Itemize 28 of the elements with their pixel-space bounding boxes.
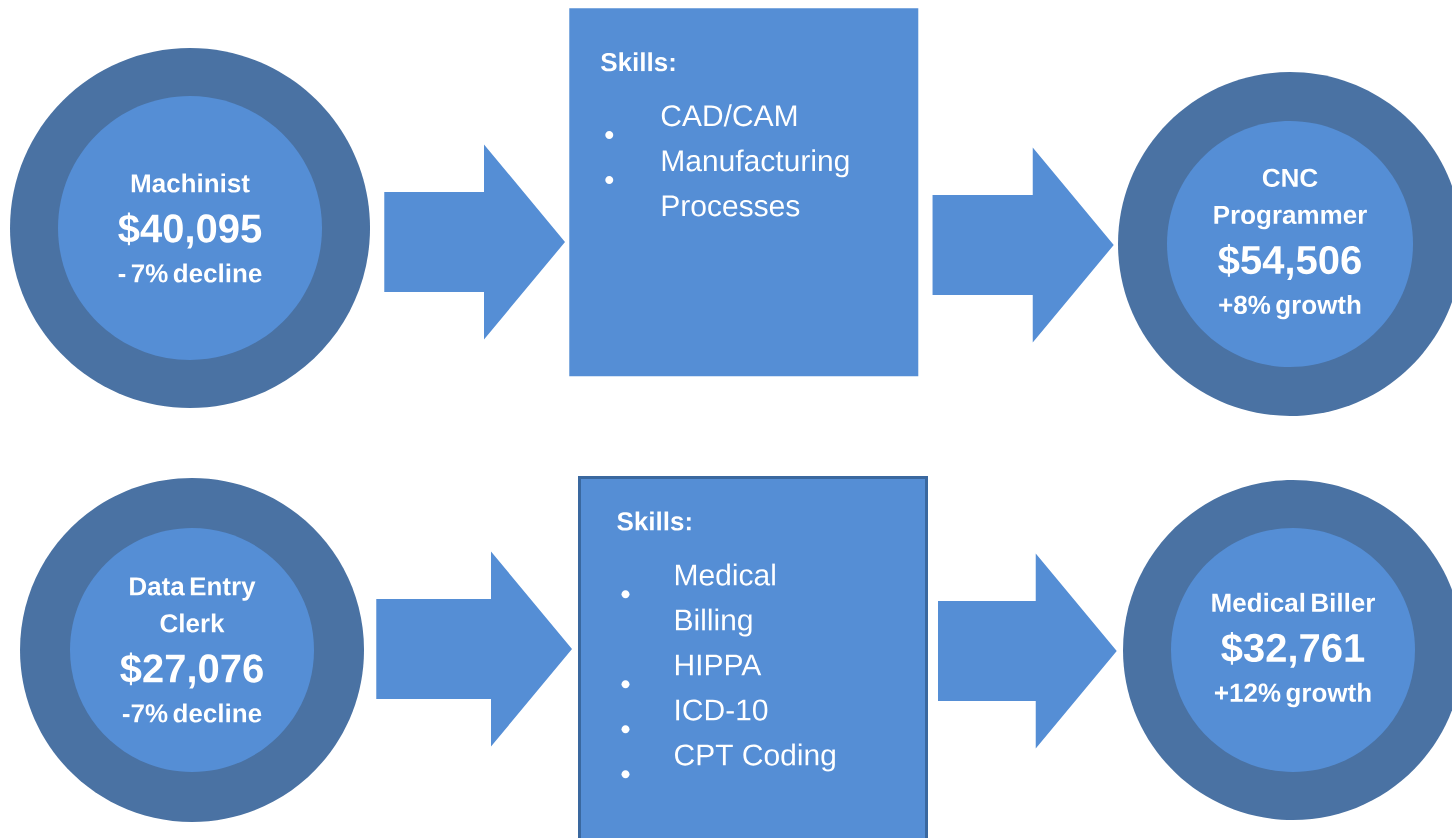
salary: $40,095 (118, 212, 262, 249)
job-title: CNC Programmer (1214, 168, 1367, 230)
change: +8% growth (1219, 295, 1361, 320)
heading: Skills: (601, 52, 675, 72)
career-circle (10, 48, 370, 408)
list-item: HIPPA (676, 654, 762, 676)
skills-box (569, 8, 919, 377)
change: +12% growth (1214, 682, 1371, 708)
list-item: CPT Coding (675, 743, 835, 772)
block-arrow (384, 144, 565, 340)
list-item: Medical Billing (676, 563, 775, 637)
block-arrow (938, 553, 1117, 749)
heading: Skills: (617, 511, 691, 531)
list-item: CAD/CAM (661, 104, 797, 127)
list-item: ICD-10 (676, 699, 768, 721)
career-circle (20, 478, 364, 822)
job-title: Data Entry Clerk (130, 577, 256, 633)
skills-box (578, 476, 928, 838)
block-arrow (376, 551, 572, 747)
block-arrow (932, 147, 1114, 343)
salary: $54,506 (1218, 244, 1361, 280)
job-title: Medical Biller (1212, 592, 1375, 612)
salary: $27,076 (120, 652, 263, 689)
change: -7% decline (122, 703, 262, 723)
change: - 7% decline (118, 263, 262, 283)
salary: $32,761 (1221, 631, 1365, 668)
list-item: Manufacturing Processes (662, 149, 849, 217)
job-title: Machinist (131, 173, 250, 193)
